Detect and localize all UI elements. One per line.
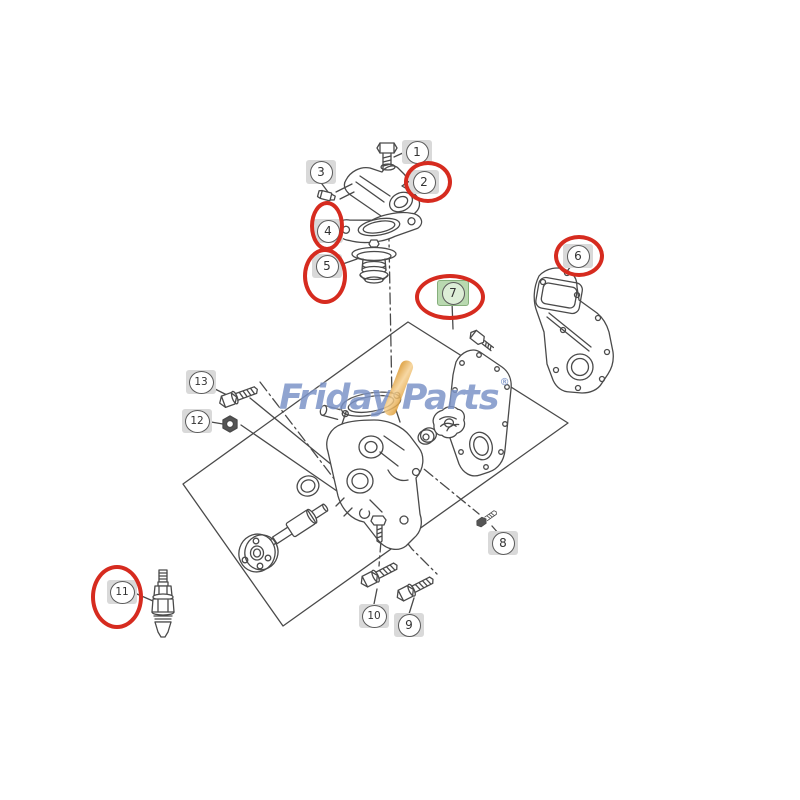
- thermostat-housing-part-2: [335, 163, 421, 225]
- callout-badge-12: 12: [182, 409, 212, 433]
- highlight-ellipse-2: [404, 161, 452, 203]
- highlight-ellipse-7: [415, 274, 485, 320]
- callout-number: 1: [405, 140, 429, 164]
- callout-number: 12: [184, 409, 210, 433]
- callout-number: 3: [309, 160, 333, 184]
- callout-badge-9: 9: [394, 613, 424, 637]
- watermark-friday: Friday: [279, 378, 394, 418]
- seal-ring: [296, 475, 320, 497]
- callout-badge-8: 8: [488, 531, 518, 555]
- watermark: Friday Parts ®: [279, 358, 510, 418]
- plug-part-3: [316, 189, 336, 202]
- flange-disc: [238, 533, 279, 573]
- impeller: [432, 406, 466, 439]
- highlight-ellipse-6: [554, 235, 604, 277]
- sensor-part-11: [151, 569, 175, 638]
- c-clip: [358, 508, 371, 519]
- callout-number: 9: [397, 613, 421, 637]
- watermark-registered: ®: [499, 377, 510, 388]
- water-pump-body: [319, 391, 424, 551]
- screw-part-8: [476, 510, 497, 528]
- callout-number: 13: [188, 370, 214, 394]
- highlight-ellipse-5: [303, 248, 347, 304]
- callout-badge-10: 10: [359, 604, 389, 628]
- pump-side-stub: [319, 404, 341, 420]
- plate-bolt: [469, 329, 495, 352]
- highlight-ellipse-4: [310, 201, 344, 251]
- bolt-part-9: [396, 576, 434, 602]
- callout-number: 10: [361, 604, 387, 628]
- gasket-part-4: [335, 211, 423, 244]
- callout-badge-3: 3: [306, 160, 336, 184]
- bolt-part-10: [360, 562, 398, 588]
- watermark-parts: Parts: [401, 378, 500, 418]
- nut-part-12: [222, 415, 238, 433]
- thermostat-part-5: [351, 239, 397, 284]
- callout-number: 8: [491, 531, 515, 555]
- pump-foot-bolt: [370, 515, 387, 544]
- seal-disc: [417, 427, 438, 445]
- bolt-part-13: [219, 386, 258, 409]
- inner-cover-plate: [446, 329, 512, 477]
- cover-plate-part-6: [533, 267, 614, 394]
- highlight-ellipse-11: [91, 565, 143, 629]
- gasket-boundary-part-7: [182, 321, 569, 627]
- callout-badge-13: 13: [186, 370, 216, 394]
